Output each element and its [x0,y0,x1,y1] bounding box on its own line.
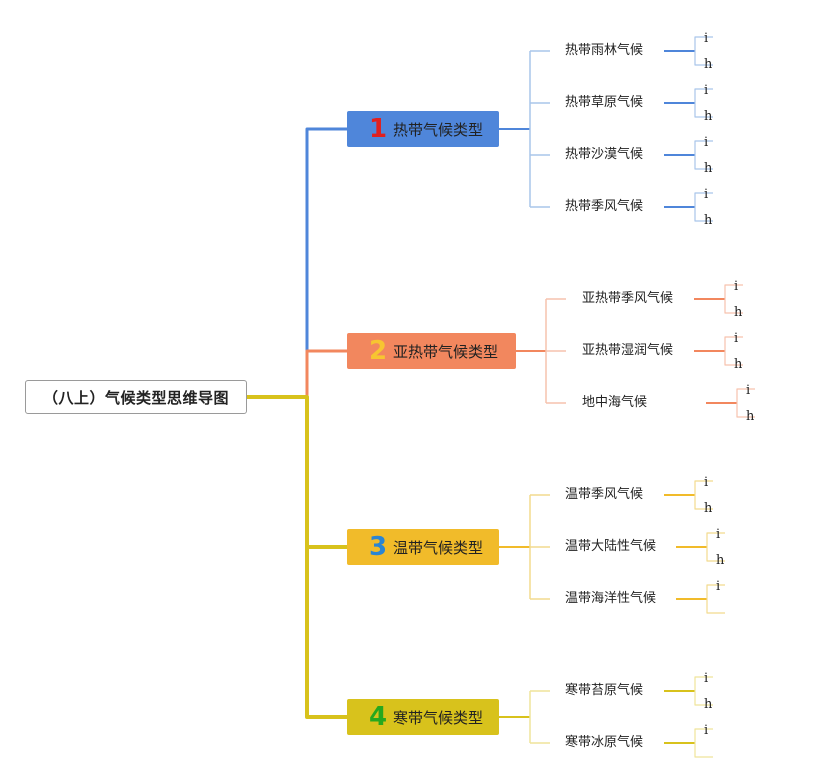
leaf-label: i [704,83,709,98]
subtype-label[interactable]: 温带海洋性气候 [565,591,657,606]
category-label: 温带气候类型 [393,538,484,557]
leaf-label: i [716,579,721,594]
leaf-bracket [694,36,713,66]
leaf-label: h [734,357,743,372]
leaf-label: i [704,475,709,490]
leaf-bracket [694,88,713,118]
subtype-label[interactable]: 热带雨林气候 [565,43,644,58]
leaf-bracket [694,140,713,170]
category-label: 亚热带气候类型 [393,342,499,361]
subtype-label[interactable]: 亚热带湿润气候 [582,343,674,358]
trunk-line-4 [305,547,347,719]
leaf-bracket [694,676,713,706]
category-node-1[interactable]: 1 热带气候类型 [347,111,499,147]
subtype-label[interactable]: 温带大陆性气候 [565,539,657,554]
leaf-label: h [704,57,713,72]
leaf-bracket [706,584,725,614]
subtype-label[interactable]: 寒带冰原气候 [565,735,644,750]
trunk-line-3 [247,395,347,549]
leaf-label: h [734,305,743,320]
root-node[interactable]: （八上）气候类型思维导图 [25,380,247,414]
leaf-label: i [704,135,709,150]
leaf-bracket [694,480,713,510]
category-node-2[interactable]: 2 亚热带气候类型 [347,333,516,369]
trunk-line-2 [305,349,347,397]
leaf-bracket [736,388,755,418]
subtype-label[interactable]: 热带季风气候 [565,199,644,214]
leaf-label: i [746,383,751,398]
category-number: 2 [368,336,388,366]
leaf-label: i [704,187,709,202]
subtype-label[interactable]: 温带季风气候 [565,487,644,502]
subtype-label[interactable]: 热带草原气候 [565,95,644,110]
leaf-bracket [724,336,743,366]
leaf-bracket [694,728,713,758]
subtype-label[interactable]: 寒带苔原气候 [565,683,644,698]
category-node-4[interactable]: 4 寒带气候类型 [347,699,499,735]
leaf-label: h [716,553,725,568]
leaf-bracket [706,532,725,562]
leaf-bracket [724,284,743,314]
category-node-3[interactable]: 3 温带气候类型 [347,529,499,565]
subtype-label[interactable]: 热带沙漠气候 [565,147,644,162]
category-number: 3 [368,532,388,562]
leaf-label: h [704,213,713,228]
subtype-label[interactable]: 地中海气候 [582,395,648,410]
trunk-line-1 [247,127,347,399]
leaf-label: i [704,671,709,686]
leaf-label: h [746,409,755,424]
category-number: 1 [368,114,388,144]
subtype-label[interactable]: 亚热带季风气候 [582,291,674,306]
leaf-label: i [734,279,739,294]
leaf-label: h [704,501,713,516]
leaf-label: i [716,527,721,542]
leaf-label: i [704,31,709,46]
leaf-label: h [704,109,713,124]
leaf-label: h [704,161,713,176]
leaf-label: h [704,697,713,712]
category-label: 热带气候类型 [393,120,484,139]
leaf-label: i [734,331,739,346]
root-title: （八上）气候类型思维导图 [42,388,229,407]
leaf-bracket [694,192,713,222]
category-label: 寒带气候类型 [393,708,484,727]
leaf-label: i [704,723,709,738]
category-number: 4 [368,702,388,732]
